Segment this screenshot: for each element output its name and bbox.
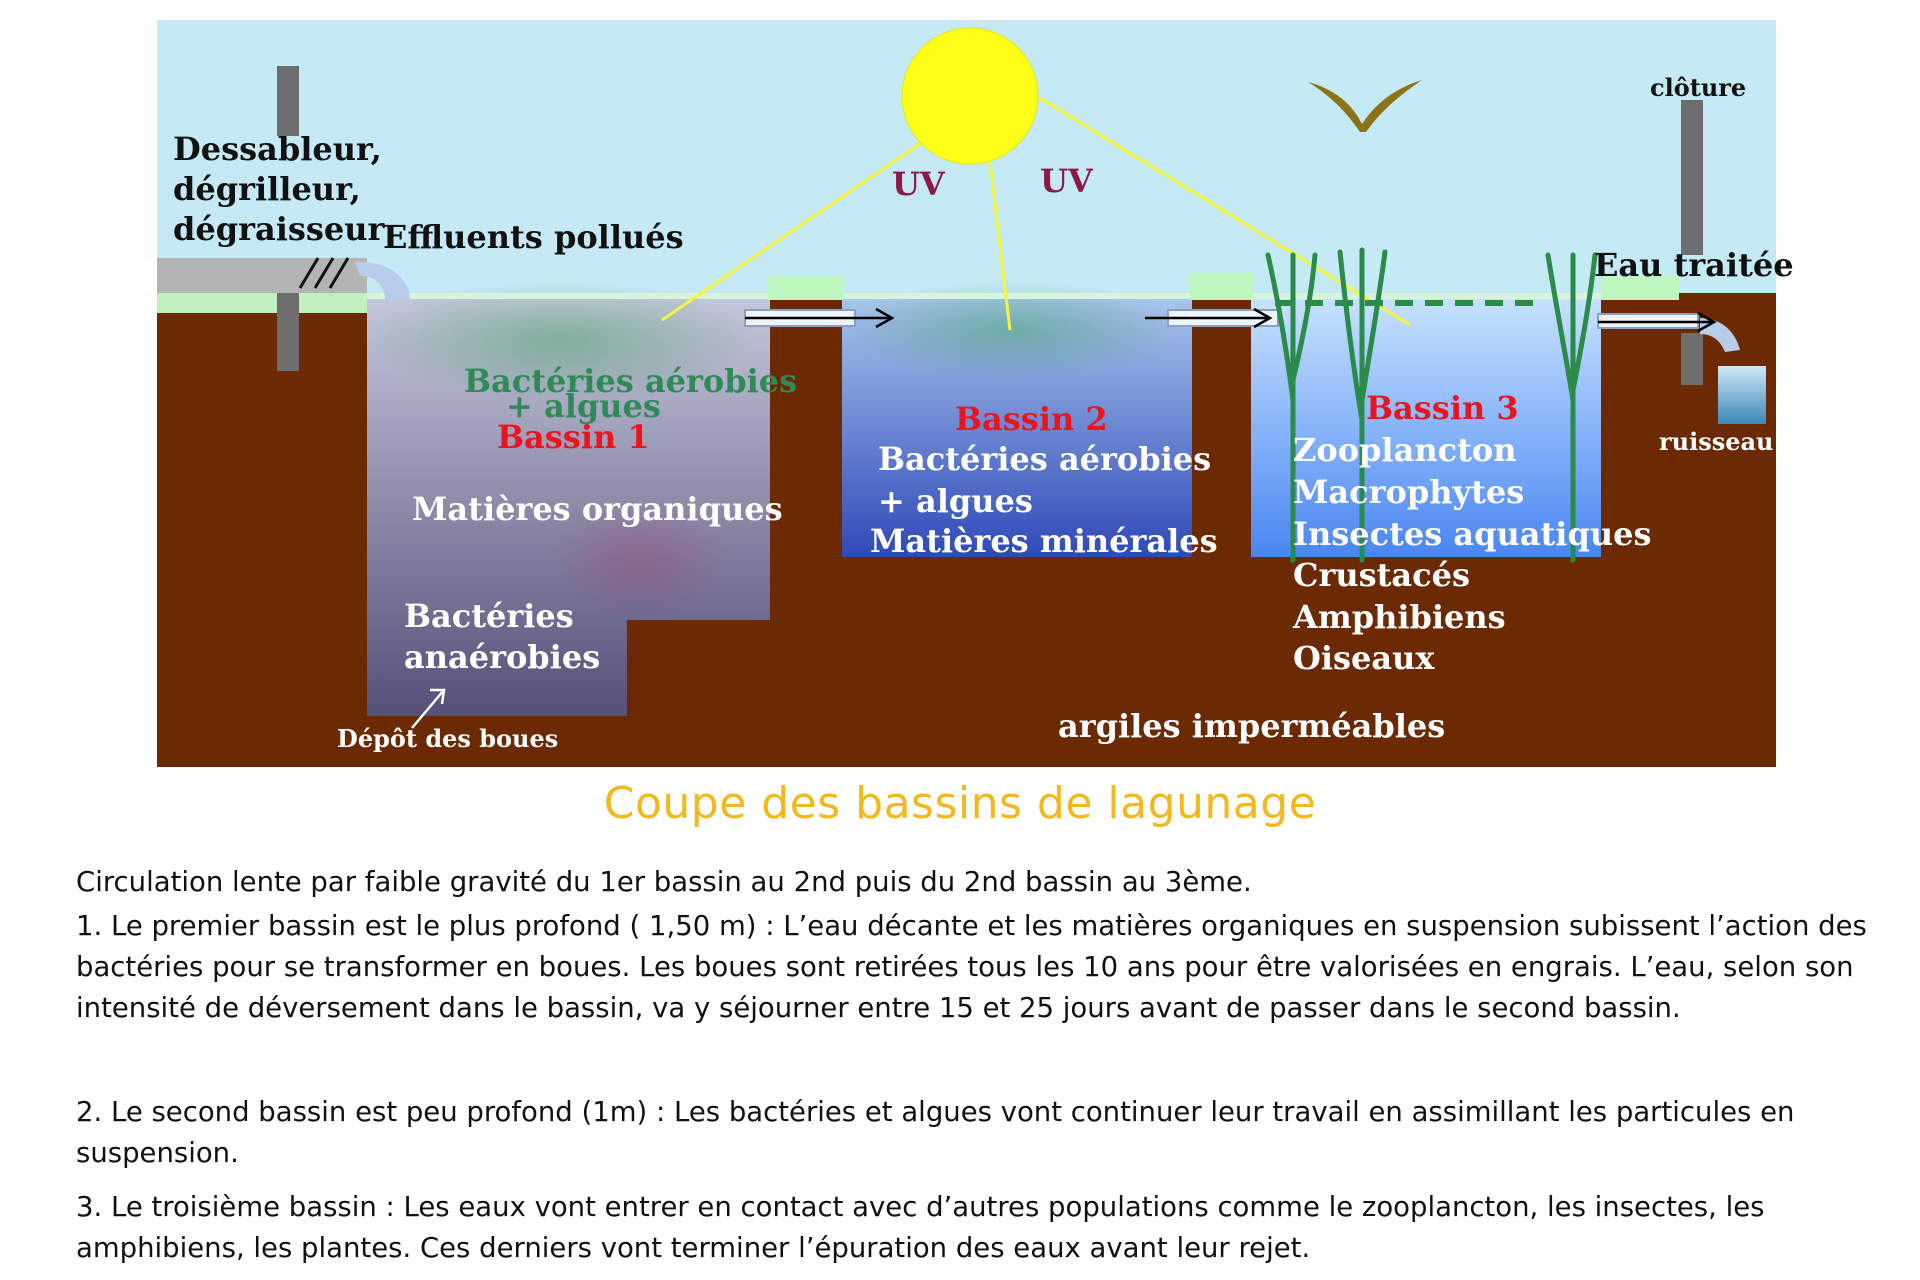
fence-post	[1681, 100, 1703, 255]
label-basin2-title: Bassin 2	[955, 400, 1108, 438]
weir-block-1	[768, 276, 843, 300]
label-basin1-anaerobic-1: Bactéries	[404, 597, 574, 635]
label-crustaces: Crustacés	[1293, 556, 1470, 594]
uv-rays	[661, 96, 1411, 331]
basin-1-algae-haze	[360, 280, 760, 400]
label-treated-water: Eau traitée	[1594, 246, 1794, 284]
pretreatment-hatching	[298, 257, 350, 289]
surface-strip	[157, 293, 367, 313]
weir-block-2	[1190, 273, 1253, 300]
macrophyte-plants	[1265, 247, 1598, 563]
paragraph-basin-1: 1. Le premier bassin est le plus profond…	[76, 910, 1867, 1024]
pretreatment-post-bottom	[277, 293, 299, 371]
label-insectes-aquatiques: Insectes aquatiques	[1293, 515, 1651, 553]
label-basin2-line2: + algues	[878, 482, 1033, 520]
pretreatment-post-top	[277, 66, 299, 136]
stream-water	[1718, 366, 1766, 424]
label-uv-left: UV	[892, 165, 946, 203]
label-oiseaux: Oiseaux	[1293, 639, 1435, 677]
surface-strip	[367, 293, 1601, 299]
label-basin3-title: Bassin 3	[1366, 389, 1519, 427]
label-basin1-organic: Matières organiques	[412, 490, 783, 528]
label-macrophytes: Macrophytes	[1293, 473, 1524, 511]
label-pretreatment-1: Dessableur,	[173, 130, 382, 168]
weir-block-3	[1601, 276, 1679, 300]
label-basin2-line1: Bactéries aérobies	[878, 440, 1211, 478]
inflow-splash	[355, 261, 410, 300]
transfer-pipe-2	[1145, 307, 1279, 329]
label-basin2-line3: Matières minérales	[870, 522, 1218, 560]
intro-paragraph: Circulation lente par faible gravité du …	[76, 866, 1252, 898]
diagram-caption: Coupe des bassins de lagunage	[603, 778, 1317, 829]
outflow-splash	[1700, 318, 1740, 352]
basin-3-water	[1251, 297, 1601, 557]
bird-icon	[1308, 80, 1422, 132]
label-pretreatment-2: dégrilleur,	[173, 170, 361, 208]
fence-post-bottom	[1681, 333, 1703, 385]
label-clay: argiles imperméables	[1058, 707, 1445, 745]
paragraph-basin-2: 2. Le second bassin est peu profond (1m)…	[76, 1096, 1795, 1169]
sun-icon	[901, 27, 1039, 165]
label-basin1-aerobic-1: Bactéries aérobies	[464, 362, 797, 400]
label-stream: ruisseau	[1659, 427, 1774, 456]
label-sludge-deposit: Dépôt des boues	[337, 724, 558, 753]
outflow-pipe	[1597, 311, 1717, 333]
lagoon-cross-section-diagram: Dessableur, dégrilleur, dégraisseur Effl…	[157, 20, 1794, 767]
label-fence: clôture	[1650, 73, 1746, 102]
label-amphibiens: Amphibiens	[1292, 598, 1506, 636]
label-zooplancton: Zooplancton	[1293, 431, 1516, 469]
sludge-arrow-icon	[411, 688, 446, 729]
label-basin1-anaerobic-2: anaérobies	[404, 638, 600, 676]
label-pretreatment-3: dégraisseur	[173, 210, 386, 248]
label-inflow: Effluents pollués	[383, 218, 684, 256]
transfer-pipe-1	[744, 307, 895, 329]
label-basin1-title: Bassin 1	[497, 418, 650, 456]
label-uv-right: UV	[1040, 162, 1094, 200]
pretreatment-channel	[157, 258, 367, 293]
basin-1-organic-haze	[550, 500, 730, 620]
label-basin1-aerobic-2: + algues	[506, 387, 661, 425]
paragraph-basin-3: 3. Le troisième bassin : Les eaux vont e…	[76, 1191, 1765, 1264]
